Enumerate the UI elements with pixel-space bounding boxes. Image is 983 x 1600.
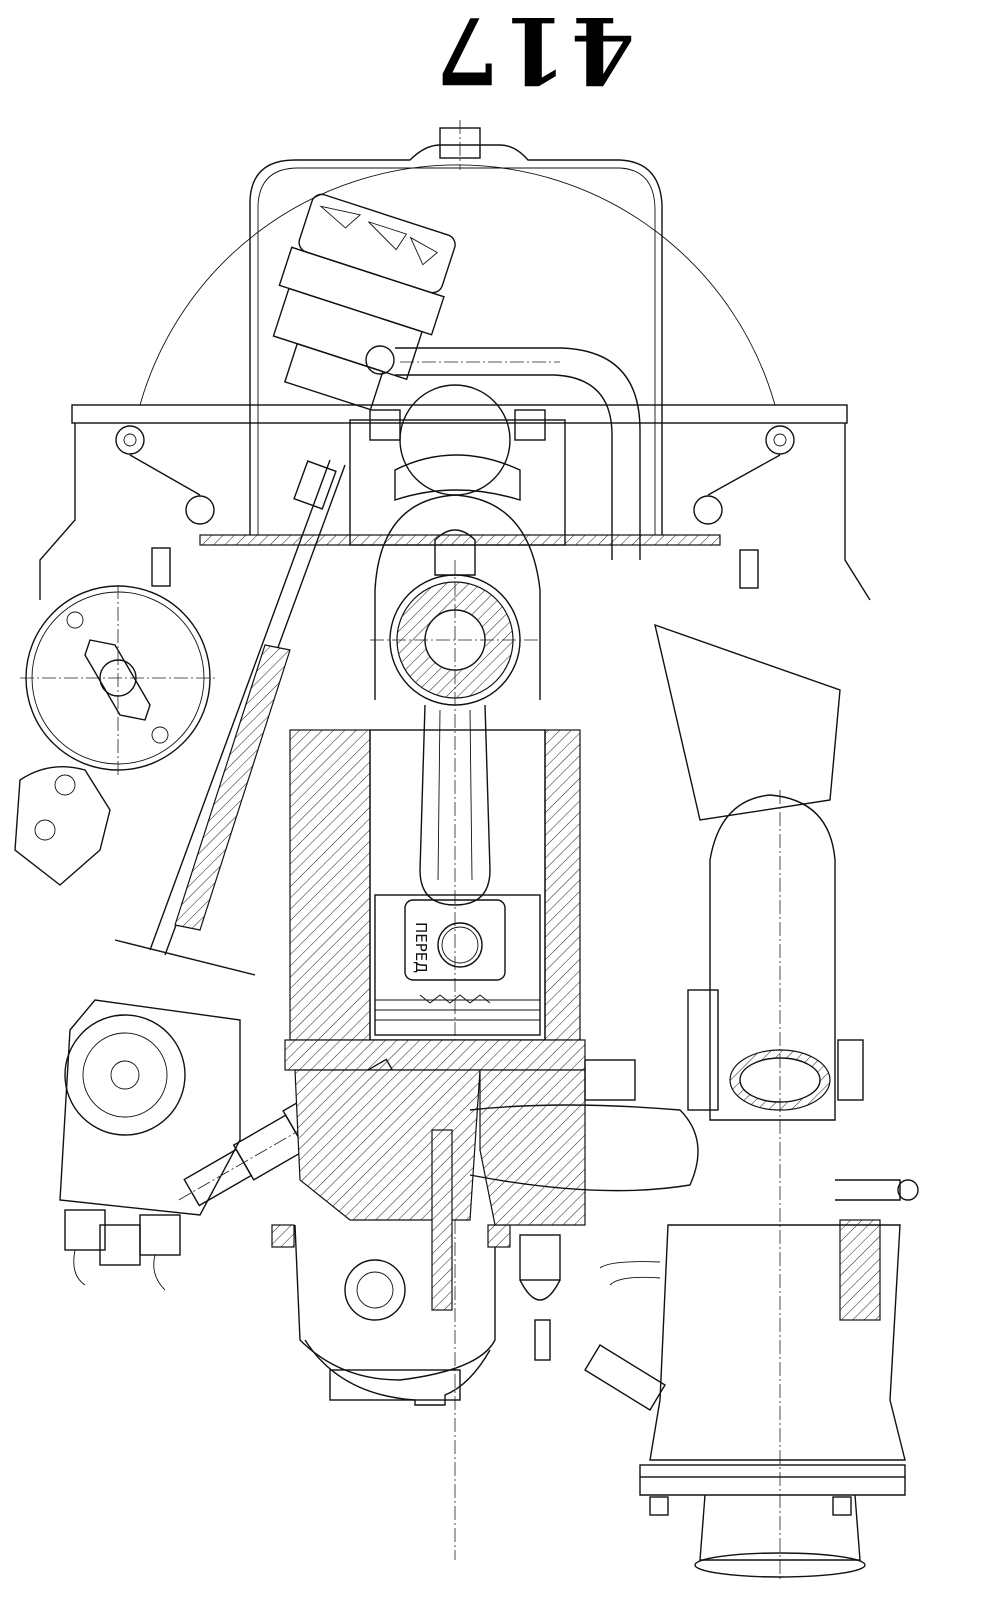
tube-fitting (365, 345, 395, 375)
mount-bolts (151, 547, 759, 589)
carburetor-flange (639, 1224, 906, 1578)
crankshaft-bearing (370, 494, 541, 1560)
carburetor-body (654, 623, 881, 1580)
oil-filler-cap (272, 193, 456, 411)
connecting-rod (419, 704, 491, 906)
piston: ПЕРЕД (374, 894, 541, 1036)
valve-cover (249, 144, 663, 545)
distributor (59, 939, 256, 1291)
piston-front-mark: ПЕРЕД (412, 922, 430, 973)
generator-pulley (20, 585, 215, 775)
oil-pan (304, 1339, 491, 1406)
block-flange (39, 404, 871, 601)
flywheel-housing-arc (139, 164, 776, 406)
breather-tube (395, 347, 641, 560)
oil-drain-fitting (519, 1234, 561, 1361)
fuel-line-fitting (584, 1179, 919, 1411)
intake-manifold (469, 1059, 699, 1226)
piston-pin (437, 922, 483, 968)
cylinder (284, 729, 586, 1071)
ignition-coil-bracket (14, 765, 111, 886)
cover-gasket (199, 534, 721, 546)
dipstick-tube (149, 459, 346, 956)
oil-pump (271, 1069, 511, 1401)
rocker-assembly (349, 384, 566, 546)
